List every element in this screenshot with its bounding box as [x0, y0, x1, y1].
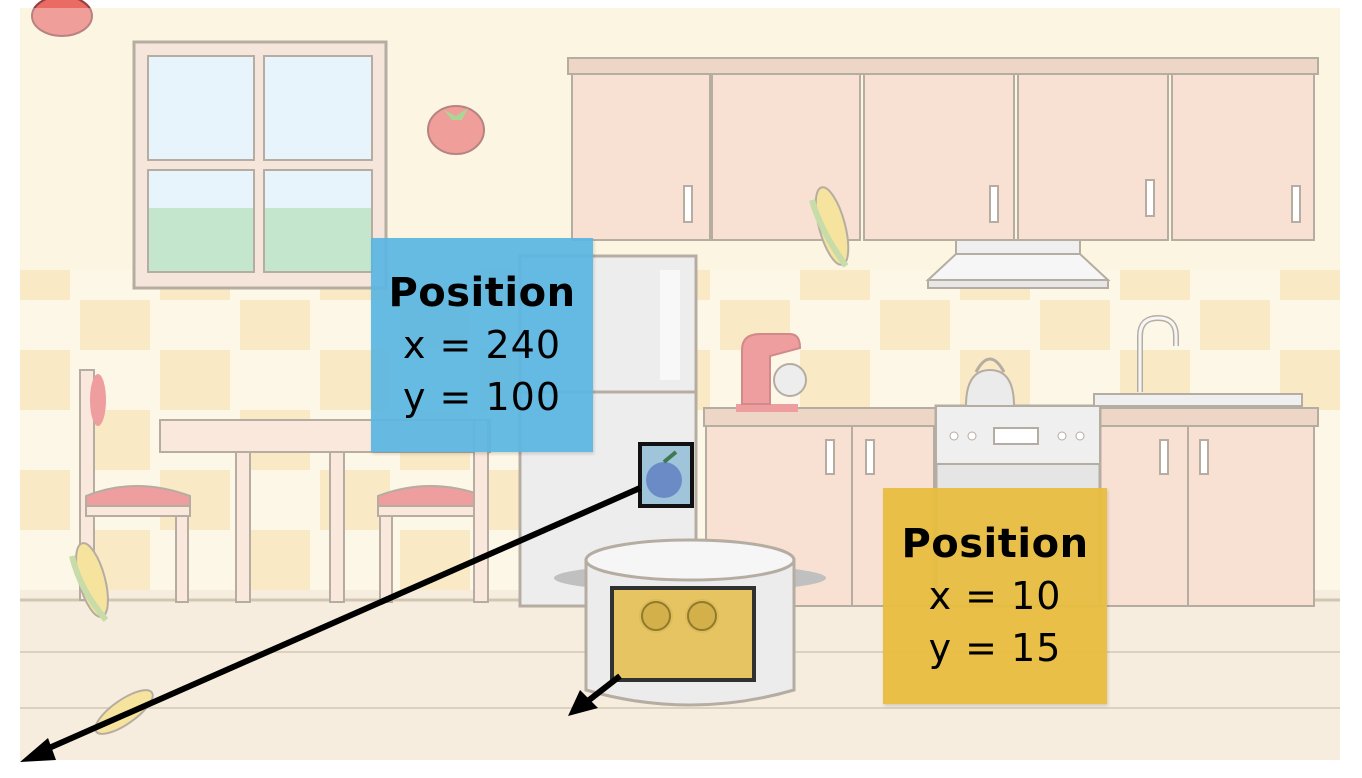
dial-icon [641, 601, 671, 631]
corn-icon [69, 542, 109, 622]
position-arrow-sprite [20, 485, 642, 762]
position-title: Position [901, 521, 1089, 567]
tomato-icon [427, 105, 485, 155]
sprite-position-label: Position x = 240 y = 100 [371, 238, 593, 452]
tomato-icon [31, 0, 93, 37]
faucet-icon [1093, 314, 1303, 407]
position-arrow-object [568, 673, 622, 716]
apple-icon [640, 444, 692, 506]
selected-object-box[interactable] [610, 586, 756, 682]
selected-sprite-outline[interactable] [638, 442, 694, 508]
range-hood [925, 239, 1111, 289]
position-y: y = 100 [402, 375, 562, 419]
dial-icon [687, 601, 717, 631]
position-x: x = 240 [402, 323, 562, 367]
dining-table [159, 419, 491, 603]
kettle-icon [964, 357, 1016, 407]
position-x: x = 10 [928, 574, 1062, 618]
object-position-label: Position x = 10 y = 15 [883, 488, 1107, 704]
corn-icon [809, 186, 850, 268]
position-y: y = 15 [928, 626, 1062, 670]
window [132, 40, 388, 290]
position-title: Position [388, 270, 576, 316]
mixer-icon [736, 333, 807, 412]
